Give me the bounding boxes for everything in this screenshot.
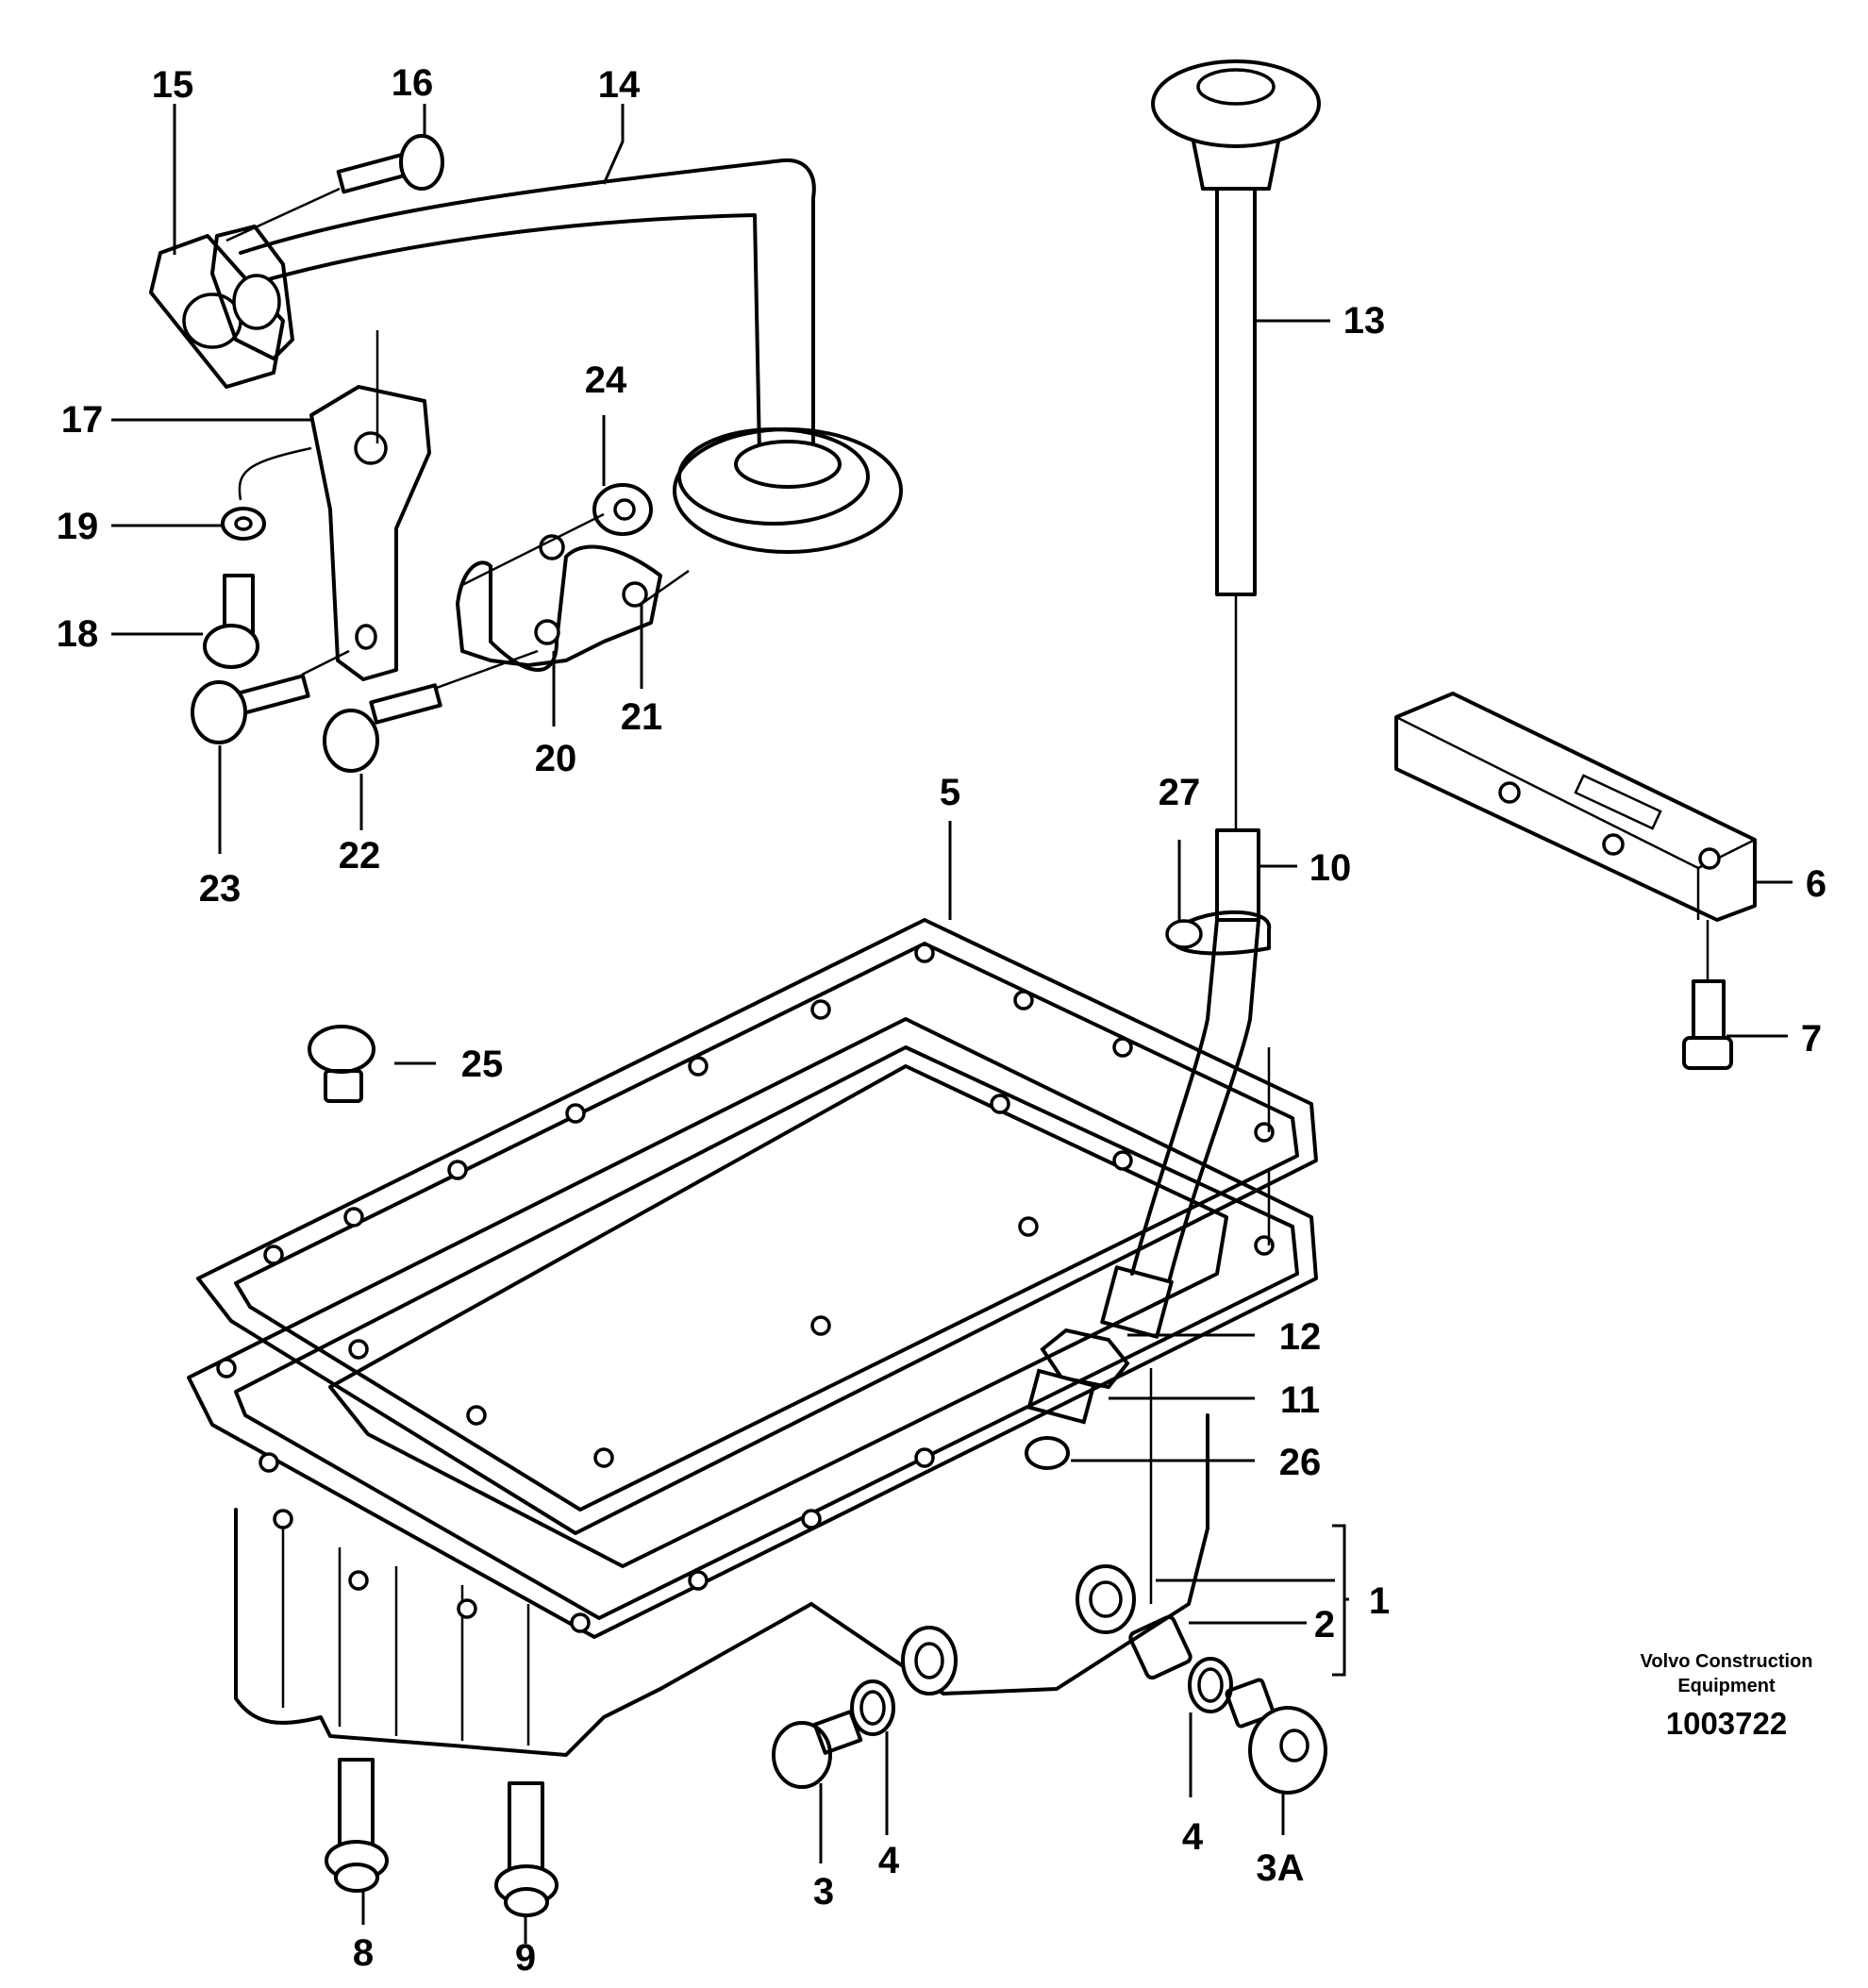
callout-25: 25: [461, 1044, 504, 1085]
callout-15: 15: [152, 64, 194, 106]
callout-21: 21: [621, 696, 663, 738]
screw-8: [325, 1758, 389, 1893]
callout-4-left: 4: [878, 1840, 900, 1881]
baffle-screw: [1682, 920, 1733, 1070]
leader-lines: [111, 104, 1793, 1944]
pan-bolt-holes: [216, 1094, 1275, 1633]
pipe-bracket: [309, 330, 431, 681]
flange-screw: [225, 134, 444, 242]
credit-line-2: Equipment: [1677, 1676, 1776, 1696]
tube-nut-11: [1026, 1328, 1130, 1425]
oil-pan-gasket: [196, 918, 1318, 1535]
callout-17: 17: [61, 399, 104, 441]
callout-4-right: 4: [1182, 1816, 1204, 1858]
callout-labels: 15 16 14 13 17 24 19 18 21 20 22 23 5 27…: [57, 62, 1826, 1979]
washer-19: [221, 446, 312, 541]
adapter-2: [1128, 1614, 1193, 1680]
callout-26: 26: [1279, 1442, 1322, 1483]
drain-plug-3a: [1225, 1678, 1327, 1795]
tube-clip: [1165, 910, 1272, 956]
callout-27: 27: [1159, 772, 1201, 813]
sealing-washer-4-left: [850, 1679, 895, 1736]
callout-1: 1: [1369, 1580, 1390, 1622]
dipstick: [1151, 59, 1321, 830]
clamp-halves: [456, 534, 662, 672]
callout-7: 7: [1801, 1018, 1822, 1060]
callout-22: 22: [339, 835, 381, 877]
screw-9: [494, 1781, 559, 1917]
pan-plug-26: [1025, 1436, 1070, 1470]
screw-23: [191, 649, 350, 744]
sealing-washer-4-right: [1188, 1657, 1233, 1713]
callout-6: 6: [1806, 863, 1826, 905]
baffle-plate: [1394, 692, 1757, 922]
callout-9: 9: [515, 1937, 536, 1979]
pipe-flange-gasket: [149, 234, 285, 389]
callout-19: 19: [57, 506, 99, 547]
callout-16: 16: [392, 62, 434, 104]
callout-24: 24: [585, 359, 627, 401]
pipe-flange: [210, 225, 294, 360]
drain-plug-3: [772, 1710, 863, 1789]
callout-23: 23: [199, 868, 242, 910]
callout-13: 13: [1343, 300, 1386, 342]
callout-18: 18: [57, 613, 99, 655]
callout-10: 10: [1309, 847, 1352, 889]
callout-8: 8: [353, 1932, 374, 1974]
plug-25: [308, 1025, 375, 1103]
oil-suction-pipe: [239, 158, 903, 554]
gasket-bolt-holes: [263, 943, 1275, 1468]
callout-3a: 3A: [1256, 1847, 1304, 1889]
callout-12: 12: [1279, 1316, 1322, 1358]
document-number: 1003722: [1666, 1706, 1787, 1741]
callout-2: 2: [1314, 1604, 1335, 1646]
oil-pan: [187, 1017, 1318, 1757]
callout-11: 11: [1280, 1379, 1320, 1421]
screw-18: [203, 574, 259, 669]
screw-22: [323, 649, 539, 773]
callout-14: 14: [598, 64, 641, 106]
clamp-nut: [461, 483, 653, 587]
drawing-credit: Volvo Construction Equipment 1003722: [1641, 1651, 1813, 1741]
callout-5: 5: [940, 772, 960, 813]
clamp-axis-line: [641, 569, 690, 606]
callout-3: 3: [813, 1871, 834, 1913]
credit-line-1: Volvo Construction: [1641, 1651, 1813, 1672]
callout-20: 20: [535, 738, 577, 779]
